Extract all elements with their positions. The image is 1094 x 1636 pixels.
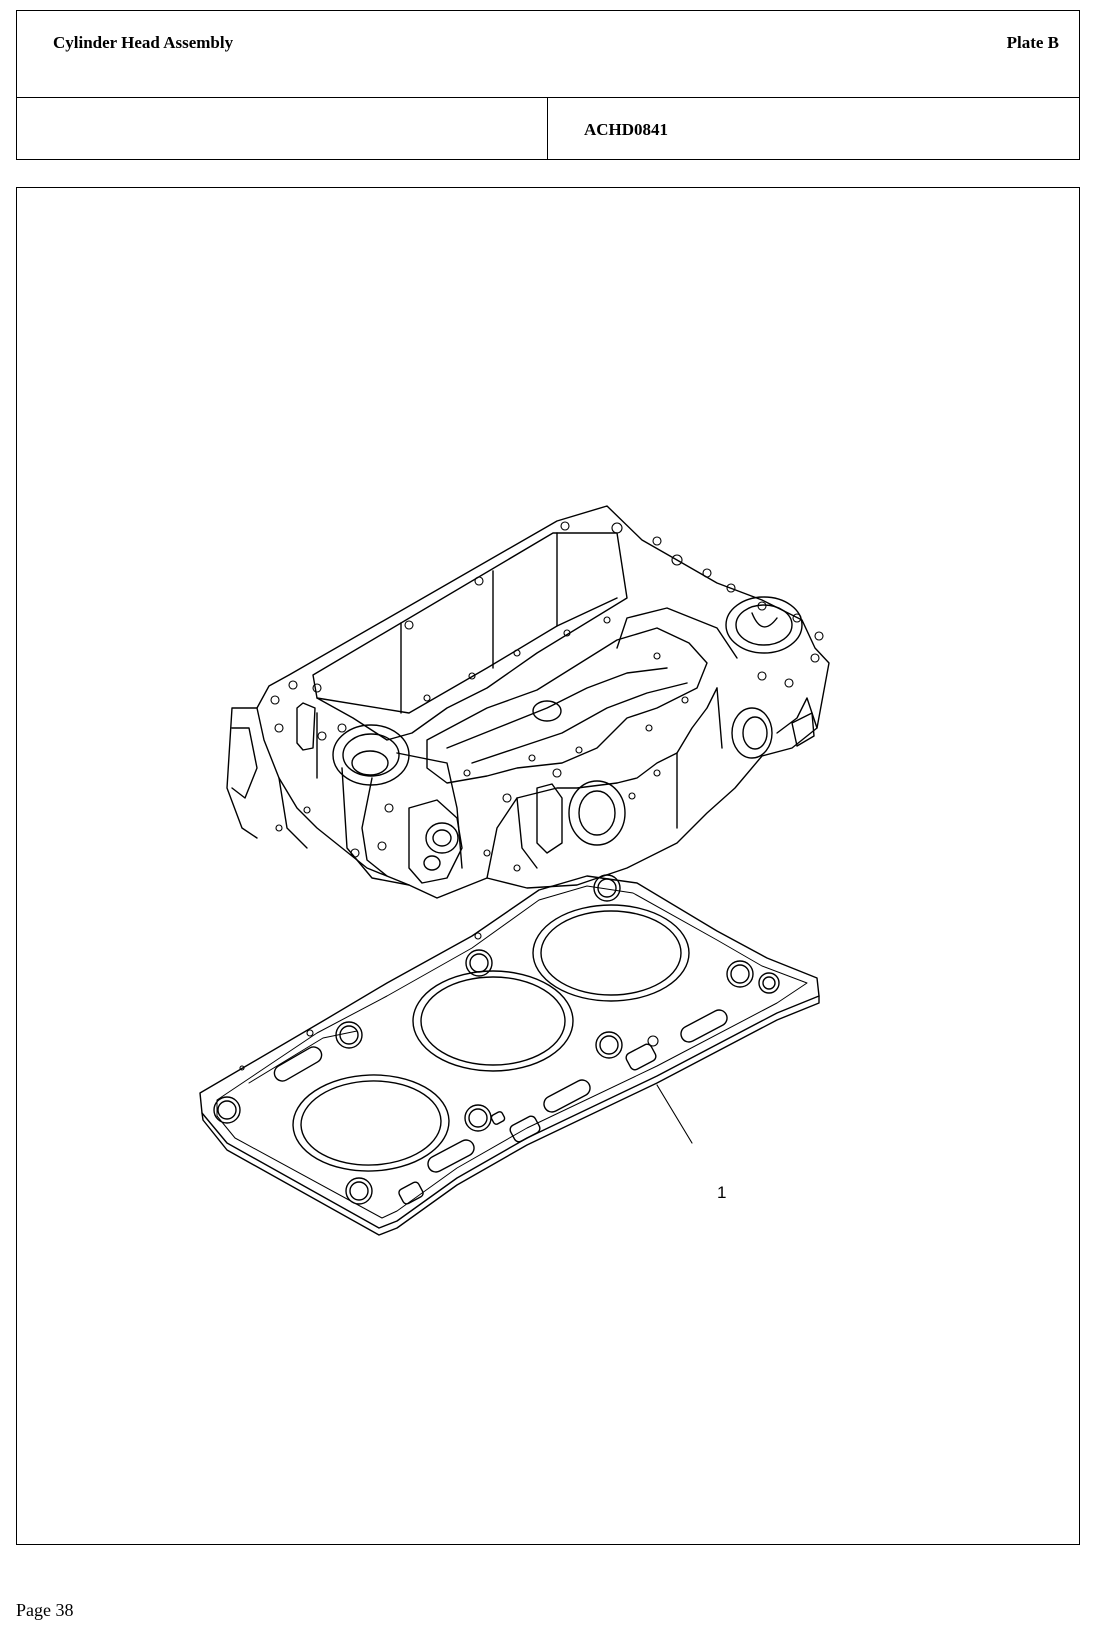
drawing-code: ACHD0841: [584, 120, 669, 139]
figure-frame: 1: [16, 187, 1080, 1545]
header-empty-cell: [17, 98, 548, 160]
page-number: Page 38: [16, 1600, 74, 1620]
exploded-view-illustration: [199, 505, 830, 1236]
page-title: Cylinder Head Assembly: [53, 33, 234, 52]
cylinder-head-drawing: [226, 505, 830, 899]
plate-label: Plate B: [1006, 33, 1059, 52]
header-code-row: ACHD0841: [17, 98, 1079, 160]
header-title-row: Cylinder Head Assembly Plate B: [17, 11, 1079, 98]
header-table: Cylinder Head Assembly Plate B ACHD0841: [16, 10, 1080, 160]
callout-1-label: 1: [717, 1183, 727, 1202]
head-gasket-drawing: [199, 874, 820, 1236]
